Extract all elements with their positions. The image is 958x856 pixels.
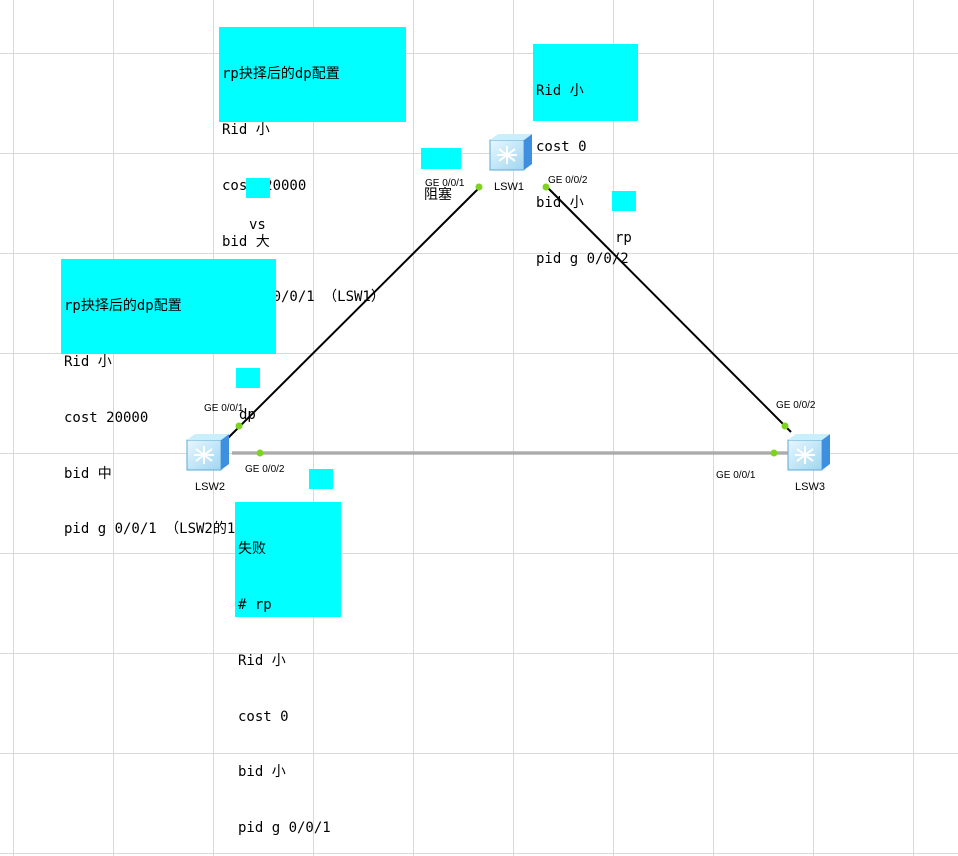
- note-line: cost 0: [536, 138, 587, 155]
- device-label-lsw2: LSW2: [195, 481, 225, 493]
- note-top-left[interactable]: rp抉择后的dp配置 Rid 小 cost 20000 bid 大 pid g …: [219, 27, 406, 305]
- port-label-lsw2-g002: GE 0/0/2: [245, 464, 285, 475]
- note-top-right[interactable]: Rid 小 cost 0 bid 小 pid g 0/0/2: [533, 44, 638, 267]
- note-line: bid 大: [222, 233, 270, 250]
- port-label-lsw3-g001: GE 0/0/1: [716, 470, 756, 481]
- note-line: dp: [239, 407, 256, 424]
- note-line: 失败: [238, 541, 266, 558]
- note-dp-lsw2[interactable]: dp: [236, 368, 260, 423]
- note-line: cost 0: [238, 708, 289, 725]
- switch-lsw3-icon[interactable]: [787, 434, 830, 471]
- switch-lsw1-icon[interactable]: [489, 134, 532, 171]
- note-line: Rid 小: [222, 121, 270, 138]
- port-label-lsw1-g002: GE 0/0/2: [548, 175, 588, 186]
- port-label-lsw1-g001: GE 0/0/1: [425, 178, 465, 189]
- note-bottom[interactable]: 失败 # rp Rid 小 cost 0 bid 小 pid g 0/0/1: [235, 502, 341, 836]
- note-line: Rid 小: [64, 353, 112, 370]
- port-dot-lsw3-g001[interactable]: [770, 449, 778, 457]
- port-dot-lsw2-g001[interactable]: [235, 422, 243, 430]
- note-line: rp抉择后的dp配置: [64, 298, 182, 315]
- topology-canvas: [186, 134, 830, 471]
- device-label-lsw1: LSW1: [494, 181, 524, 193]
- note-line: pid g 0/0/1 （LSW2的1）: [64, 521, 250, 538]
- note-line: pid g 0/0/2: [536, 250, 629, 267]
- note-line: Rid 小: [536, 83, 584, 100]
- port-dot-lsw3-g002[interactable]: [781, 422, 789, 430]
- note-line: rp: [615, 230, 632, 247]
- port-dot-lsw1-g001[interactable]: [475, 183, 483, 191]
- note-line: cost 20000: [64, 409, 149, 426]
- note-line: bid 小: [536, 194, 584, 211]
- note-blocked[interactable]: 阻塞: [421, 148, 461, 203]
- note-line: bid 中: [64, 465, 112, 482]
- note-line: pid g 0/0/1: [238, 820, 331, 837]
- device-label-lsw3: LSW3: [795, 481, 825, 493]
- note-line: 阻塞: [424, 187, 452, 204]
- note-line: vs: [249, 217, 266, 234]
- note-line: bid 小: [238, 764, 286, 781]
- port-label-lsw2-g001: GE 0/0/1: [204, 403, 244, 414]
- switch-lsw2-icon[interactable]: [186, 434, 229, 471]
- note-mid-left[interactable]: rp抉择后的dp配置 Rid 小 cost 20000 bid 中 pid g …: [61, 259, 276, 537]
- link-lsw1-lsw2[interactable]: [227, 185, 482, 439]
- note-line: Rid 小: [238, 652, 286, 669]
- port-dot-lsw1-g002[interactable]: [542, 183, 550, 191]
- note-vs[interactable]: vs: [246, 178, 270, 233]
- note-line: # rp: [238, 596, 272, 613]
- note-rp-lsw2[interactable]: rp: [309, 469, 333, 524]
- port-dot-lsw2-g002[interactable]: [256, 449, 264, 457]
- note-line: rp抉择后的dp配置: [222, 66, 340, 83]
- port-label-lsw3-g002: GE 0/0/2: [776, 400, 816, 411]
- link-lsw1-lsw3[interactable]: [545, 185, 792, 433]
- note-rp-lsw1[interactable]: rp: [612, 191, 636, 246]
